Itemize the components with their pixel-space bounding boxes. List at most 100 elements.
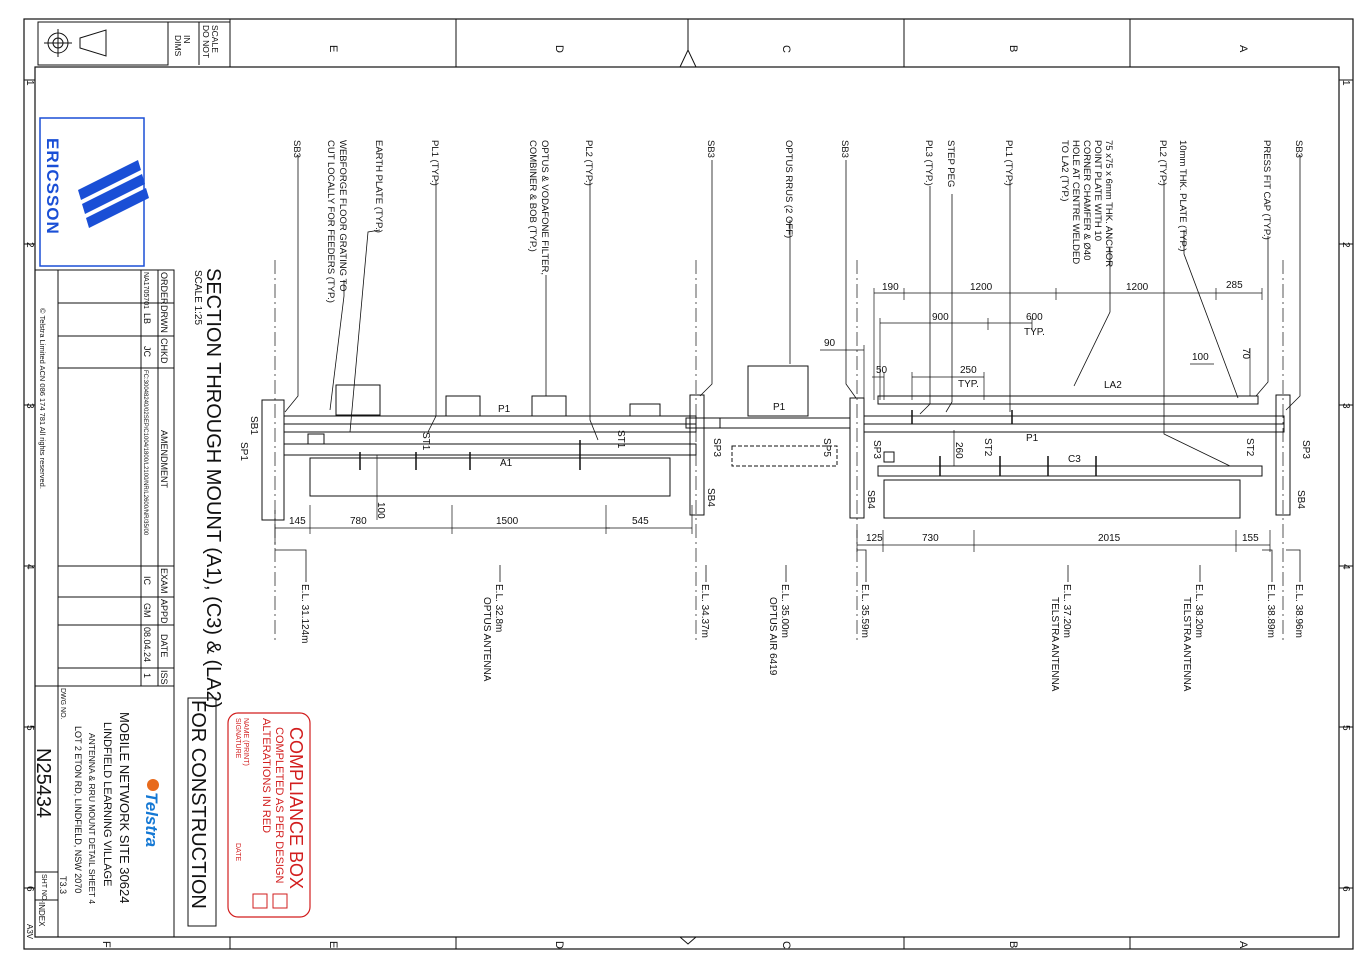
svg-text:AMENDMENT: AMENDMENT (159, 430, 169, 489)
svg-text:Telstra: Telstra (142, 792, 161, 847)
svg-text:COMBINER & BOB (TYP.): COMBINER & BOB (TYP.) (527, 140, 538, 252)
zone-number: 5 (1340, 725, 1351, 731)
zone-letter: B (1007, 941, 1019, 948)
zone-numbers: 1 2 3 4 5 6 1 2 3 4 5 6 (24, 80, 1351, 892)
svg-text:545: 545 (632, 516, 649, 527)
svg-text:SIGNATURE: SIGNATURE (234, 718, 241, 759)
svg-text:P1: P1 (773, 402, 786, 413)
svg-text:HOLE AT CENTRE WELDED: HOLE AT CENTRE WELDED (1070, 140, 1081, 264)
ericsson-logo: ERICSSON (39, 117, 149, 267)
svg-text:PL3 (TYP.): PL3 (TYP.) (923, 140, 934, 186)
svg-text:SHT NO.: SHT NO. (40, 874, 47, 902)
svg-text:JC: JC (142, 346, 152, 358)
svg-text:SB4: SB4 (705, 488, 716, 507)
svg-text:EARTH PLATE (TYP.): EARTH PLATE (TYP.) (373, 140, 384, 233)
copyright-note: © Telstra Limited ACN 086 174 781 All ri… (38, 308, 47, 489)
svg-text:C3: C3 (1068, 454, 1081, 465)
svg-text:A3V: A3V (25, 924, 34, 940)
svg-text:P1: P1 (498, 404, 511, 415)
svg-text:OPTUS AIR 6419: OPTUS AIR 6419 (767, 597, 778, 676)
svg-text:SP3: SP3 (1300, 440, 1311, 459)
dimension-lines (274, 288, 1271, 552)
svg-text:OPTUS RRUS (2 OFF): OPTUS RRUS (2 OFF) (783, 140, 794, 238)
svg-text:SP3: SP3 (871, 440, 882, 459)
callout-labels: SB3 WEBFORGE FLOOR GRATING TO CUT LOCALL… (291, 140, 1304, 303)
svg-text:NAME (PRINT): NAME (PRINT) (242, 718, 249, 766)
zone-letter: F (100, 941, 112, 948)
member-labels: P1 A1 ST1 ST1 SB1 SP1 P1 SP3 SP5 SB4 SP3… (238, 380, 1311, 509)
svg-text:TELSTRA ANTENNA: TELSTRA ANTENNA (1049, 597, 1060, 692)
svg-text:APPD: APPD (159, 599, 169, 624)
elevation-markers (275, 549, 1301, 582)
svg-text:SB3: SB3 (705, 140, 716, 158)
svg-text:250: 250 (960, 365, 977, 376)
svg-text:STEP PEG: STEP PEG (945, 140, 956, 187)
svg-text:125: 125 (866, 533, 883, 544)
svg-text:E.L. 32.8m: E.L. 32.8m (493, 584, 504, 632)
title-block-text: Telstra MOBILE NETWORK SITE 30624 LINDFI… (25, 688, 161, 940)
svg-text:LOT 2 ETON RD, LINDFIELD, NSW: LOT 2 ETON RD, LINDFIELD, NSW 2070 (73, 726, 83, 893)
zone-letter: E (327, 45, 339, 52)
svg-text:ST2: ST2 (982, 438, 993, 457)
svg-text:SP5: SP5 (821, 438, 832, 457)
svg-text:TELSTRA ANTENNA: TELSTRA ANTENNA (1181, 597, 1192, 692)
zone-letter: A (1237, 941, 1249, 949)
svg-text:A1: A1 (500, 458, 513, 469)
svg-text:P1: P1 (1026, 433, 1039, 444)
zone-number: 1 (24, 80, 35, 86)
structure-drawing (261, 260, 1291, 640)
callout-leaders (284, 155, 1301, 467)
svg-text:10mm THK. PLATE (TYP.): 10mm THK. PLATE (TYP.) (1177, 140, 1188, 251)
svg-text:LINDFIELD LEARNING VILLAGE: LINDFIELD LEARNING VILLAGE (101, 722, 113, 886)
svg-text:SP1: SP1 (238, 442, 249, 461)
svg-text:PL1 (TYP.): PL1 (TYP.) (1003, 140, 1014, 186)
svg-text:ORDER: ORDER (159, 272, 169, 305)
svg-text:ISS: ISS (159, 670, 169, 685)
svg-text:70: 70 (1240, 348, 1251, 360)
svg-text:SCALE 1:25: SCALE 1:25 (192, 270, 203, 325)
svg-text:MOBILE NETWORK SITE 30624: MOBILE NETWORK SITE 30624 (117, 712, 132, 903)
svg-text:E.L. 34.37m: E.L. 34.37m (699, 584, 710, 638)
sheet-number: T3.3 (58, 876, 68, 894)
svg-text:PL2 (TYP.): PL2 (TYP.) (583, 140, 594, 186)
svg-text:OPTUS ANTENNA: OPTUS ANTENNA (481, 597, 492, 682)
svg-text:CHKD: CHKD (159, 338, 169, 364)
svg-text:FOR CONSTRUCTION: FOR CONSTRUCTION (187, 700, 209, 909)
svg-text:SB3: SB3 (1293, 140, 1304, 158)
zone-number: 1 (1340, 80, 1351, 86)
centre-markers (679, 19, 697, 945)
svg-text:SB3: SB3 (291, 140, 302, 158)
zone-letter: E (327, 941, 339, 948)
svg-text:2015: 2015 (1098, 533, 1121, 544)
svg-text:E.L. 38.96m: E.L. 38.96m (1293, 584, 1304, 638)
svg-text:E.L. 31.124m: E.L. 31.124m (299, 584, 310, 643)
svg-text:COMPLIANCE BOX: COMPLIANCE BOX (286, 727, 306, 889)
svg-text:SB1: SB1 (248, 416, 259, 435)
svg-text:E.L. 35.59m: E.L. 35.59m (859, 584, 870, 638)
svg-text:DATE: DATE (234, 843, 241, 861)
zone-letters: E D C B A F E D C B A (100, 45, 1249, 949)
svg-text:50: 50 (876, 365, 888, 376)
svg-text:ST2: ST2 (1244, 438, 1255, 457)
ericsson-mark-icon (78, 160, 149, 228)
zone-letter: A (1237, 45, 1249, 53)
svg-text:SB4: SB4 (865, 490, 876, 509)
svg-text:POINT PLATE WITH 10: POINT PLATE WITH 10 (1092, 140, 1103, 241)
svg-text:155: 155 (1242, 533, 1259, 544)
svg-text:260: 260 (953, 442, 964, 459)
zone-number: 6 (1340, 886, 1351, 892)
svg-text:SB4: SB4 (1295, 490, 1306, 509)
svg-text:100: 100 (375, 502, 386, 519)
svg-text:1200: 1200 (1126, 282, 1149, 293)
zone-number: 2 (24, 242, 35, 248)
svg-text:100: 100 (1192, 352, 1209, 363)
svg-text:ST1: ST1 (615, 430, 626, 449)
svg-text:SP3: SP3 (711, 438, 722, 457)
revision-table (35, 269, 175, 687)
svg-text:LB: LB (142, 313, 152, 324)
svg-text:DATE: DATE (159, 634, 169, 657)
svg-text:ANTENNA & RRU MOUNT DETAIL SHE: ANTENNA & RRU MOUNT DETAIL SHEET 4 (87, 733, 97, 904)
for-construction-stamp: FOR CONSTRUCTION (187, 697, 217, 927)
svg-text:600: 600 (1026, 312, 1043, 323)
svg-text:SCALE: SCALE (210, 25, 220, 53)
